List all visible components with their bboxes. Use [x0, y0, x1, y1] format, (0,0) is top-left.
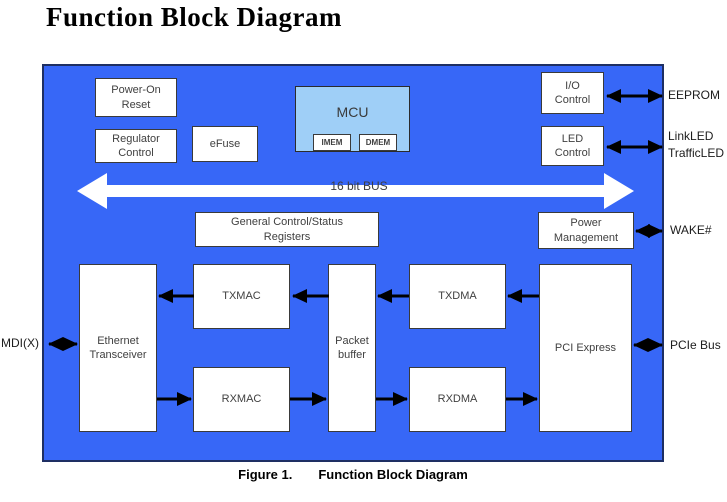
block-efuse: eFuse — [192, 126, 258, 162]
block-dmem: DMEM — [359, 134, 397, 151]
label-leds: LinkLED TrafficLED — [668, 128, 724, 162]
block-io-control: I/O Control — [541, 72, 604, 114]
block-txmac: TXMAC — [193, 264, 290, 329]
label-wake: WAKE# — [670, 223, 712, 237]
block-rxmac: RXMAC — [193, 367, 290, 432]
block-imem: IMEM — [313, 134, 351, 151]
bus-16bit-arrow — [77, 173, 634, 209]
block-power-management: Power Management — [538, 212, 634, 249]
bus-label: 16 bit BUS — [330, 179, 387, 193]
label-eeprom: EEPROM — [668, 88, 721, 102]
figure-title: Function Block Diagram — [318, 467, 468, 482]
block-power-on-reset: Power-On Reset — [95, 78, 177, 117]
label-linkled: LinkLED — [668, 129, 714, 143]
block-pci-express: PCI Express — [539, 264, 632, 432]
mcu-label: MCU — [336, 104, 369, 120]
block-mcu: MCU IMEM DMEM — [295, 86, 410, 152]
block-rxdma: RXDMA — [409, 367, 506, 432]
label-trafficled: TrafficLED — [668, 146, 725, 160]
block-led-control: LED Control — [541, 126, 604, 166]
label-mdi: MDI(X) — [1, 336, 39, 350]
block-txdma: TXDMA — [409, 264, 506, 329]
page-title: Function Block Diagram — [46, 2, 343, 32]
block-regulator-control: Regulator Control — [95, 129, 177, 163]
label-pcie-bus: PCIe Bus — [670, 338, 721, 352]
block-general-registers: General Control/Status Registers — [195, 212, 379, 247]
figure-number: Figure 1. — [238, 467, 293, 482]
block-ethernet-transceiver: Ethernet Transceiver — [79, 264, 157, 432]
function-block-diagram: Power-On Reset Regulator Control eFuse M… — [42, 64, 664, 462]
block-packet-buffer: Packet buffer — [328, 264, 376, 432]
figure-caption: Figure 1. Function Block Diagram — [42, 467, 664, 482]
